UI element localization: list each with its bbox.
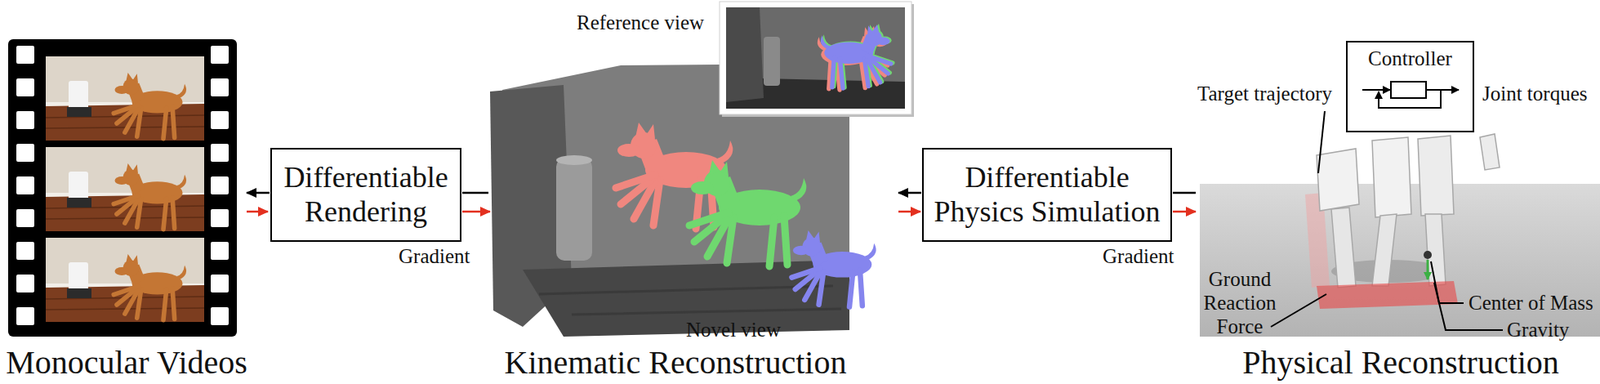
section-caption: Physical Reconstruction: [1242, 346, 1560, 379]
box-label: Controller: [1368, 47, 1453, 72]
view-label: Novel view: [686, 318, 781, 343]
gradient-label: Gradient: [398, 245, 470, 269]
gradient-label: Gradient: [1102, 245, 1174, 269]
controller-loop: [1362, 81, 1459, 108]
leader-lines: [1270, 111, 1503, 330]
process-box: Differentiable Rendering: [270, 147, 462, 242]
callout-label: Center of Mass: [1468, 291, 1594, 316]
section-caption: Kinematic Reconstruction: [504, 346, 847, 379]
view-label: Reference view: [576, 11, 705, 36]
process-box: Differentiable Physics Simulation: [922, 147, 1173, 242]
box-label: Differentiable Physics Simulation: [933, 160, 1161, 229]
reference-inset: [719, 1, 914, 117]
callout-label: Target trajectory: [1197, 82, 1333, 107]
callout-label: Ground Reaction Force: [1194, 267, 1285, 339]
film-strip: [8, 39, 237, 337]
box-label: Differentiable Rendering: [281, 160, 451, 229]
controller-box: Controller: [1345, 40, 1475, 133]
section-caption: Monocular Videos: [5, 346, 248, 379]
callout-label: Gravity: [1506, 318, 1569, 343]
callout-label: Joint torques: [1482, 82, 1587, 107]
